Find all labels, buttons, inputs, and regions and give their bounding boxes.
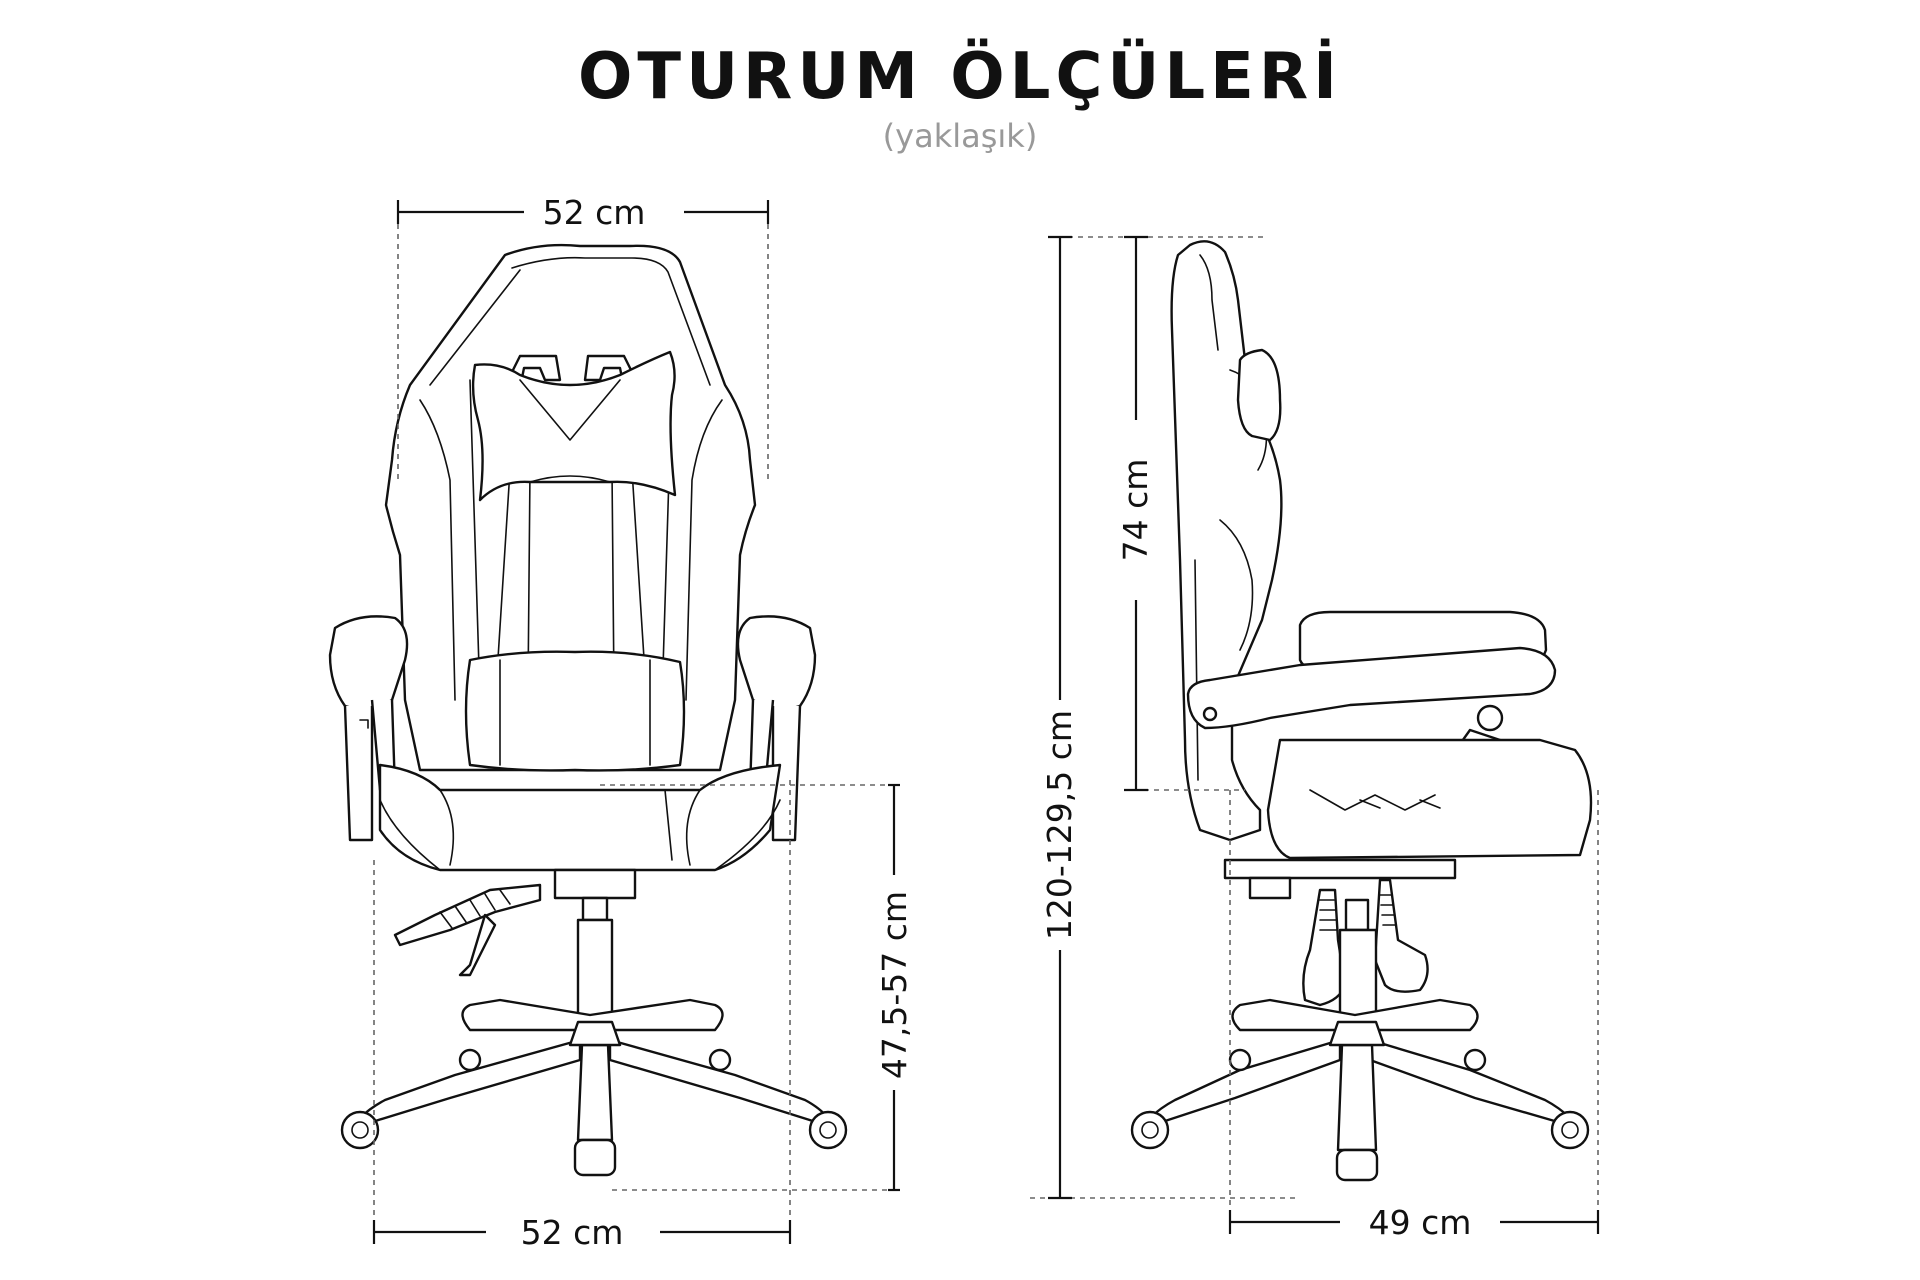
side-chair-drawing: [1130, 240, 1593, 1182]
side-lever: [1373, 878, 1429, 993]
side-dimension-lines: [1030, 235, 1600, 1234]
front-seat-cushion: [378, 763, 782, 872]
front-base: [461, 998, 724, 1032]
front-armrest-left: [328, 615, 409, 711]
side-casters: [1130, 1048, 1590, 1182]
side-total-height-label: 120-129,5 cm: [1040, 710, 1079, 940]
page-subtitle: (yaklaşık): [882, 117, 1038, 155]
front-top-width-label: 52 cm: [543, 193, 646, 232]
front-seat-height-label: 47,5-57 cm: [875, 891, 914, 1079]
front-head-pillow: [471, 350, 677, 502]
page-title: OTURUM ÖLÇÜLERİ: [578, 40, 1342, 114]
front-headrest-slot-left: [510, 354, 562, 382]
side-base-depth-label: 49 cm: [1369, 1203, 1472, 1242]
front-armrest-right: [736, 615, 817, 711]
front-dimension-lines: [372, 200, 900, 1244]
front-casters: [340, 1048, 848, 1177]
front-lever: [393, 883, 542, 947]
side-back-height-label: 74 cm: [1116, 459, 1155, 562]
side-base: [1231, 998, 1479, 1032]
side-backrest: [1170, 240, 1283, 842]
front-bottom-width-label: 52 cm: [521, 1213, 624, 1252]
front-lumbar-pillow: [464, 650, 686, 772]
front-chair-drawing: [328, 243, 848, 1177]
side-armrest: [1186, 646, 1557, 730]
side-head-pillow: [1236, 348, 1282, 442]
